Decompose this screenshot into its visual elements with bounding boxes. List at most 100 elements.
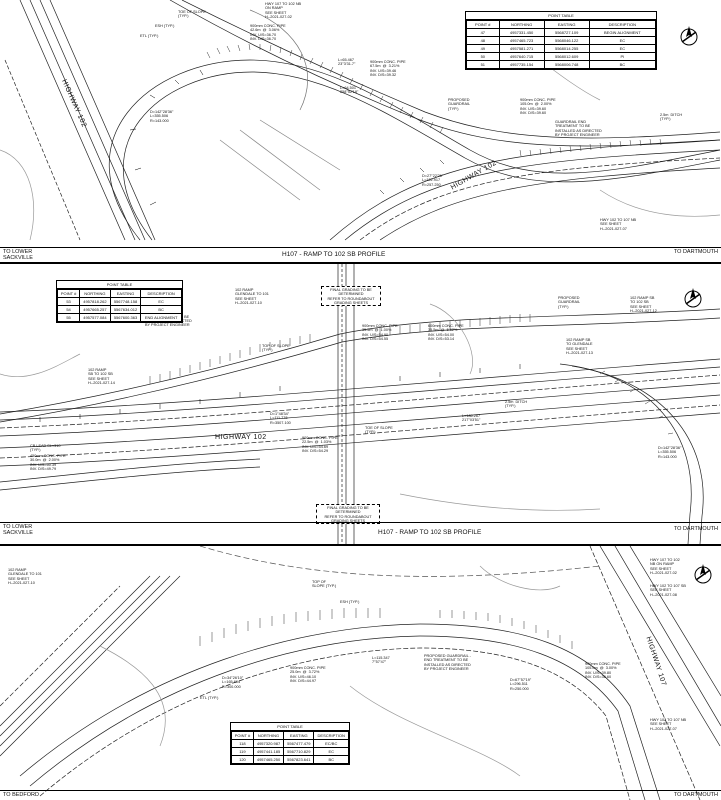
sheet-divider-1 bbox=[0, 262, 721, 264]
note-pipe-c: 450mm CONC. PIPE 30.0m @ 2.00% INV. U/S=… bbox=[30, 454, 66, 471]
direction-left-line2: SACKVILLE bbox=[3, 530, 33, 536]
note-ditch: 2.5m DITCH (TYP.) bbox=[660, 113, 683, 122]
note-toe: TOE OF SLOPE (TYP.) bbox=[178, 10, 206, 19]
note-curve: L=115.347 7°57'47" bbox=[372, 656, 390, 665]
table-header-row: POINT # NORTHING EASTING DESCRIPTION bbox=[466, 20, 657, 29]
note-guard: PROPOSED GUARDRAIL (TYP.) bbox=[558, 296, 581, 309]
note-pipe1: 900mm CONC. PIPE 42.6m @ 3.06% INV. U/S=… bbox=[250, 24, 286, 41]
note-ramp-sb: 102 RAMP SB TO 102 SB SEE SHEET H--2021-… bbox=[88, 368, 115, 385]
cell: 4957331.450 bbox=[498, 28, 545, 37]
col-northing: NORTHING bbox=[79, 289, 111, 298]
footer-rule bbox=[0, 790, 721, 791]
note-endtreat: GUARDRAIL END TREATMENT TO BE INSTALLED … bbox=[555, 120, 602, 137]
cell: 48 bbox=[466, 36, 500, 45]
direction-left-line2: SACKVILLE bbox=[3, 255, 33, 261]
note-curve2: L=64.501 258°52'18" bbox=[340, 86, 359, 95]
cell: 5567748.158 bbox=[109, 297, 142, 306]
col-description: DESCRIPTION bbox=[588, 20, 657, 29]
cell: 5568006.748 bbox=[543, 60, 590, 69]
plan-sheet-1: HIGHWAY 102 HIGHWAY 102 HWY 107 TO 102 N… bbox=[0, 0, 721, 262]
profile-title: H107 - RAMP TO 102 SB PROFILE bbox=[378, 529, 482, 536]
cell: BC bbox=[588, 60, 657, 69]
cell: 4957665.257 bbox=[79, 305, 111, 314]
col-description: DESCRIPTION bbox=[140, 289, 182, 298]
direction-right: TO DARTMOUTH bbox=[673, 792, 718, 798]
point-table-3: POINT TABLE POINT # NORTHING EASTING DES… bbox=[230, 722, 350, 765]
cell: 47 bbox=[466, 28, 500, 37]
note-ditch: 2.5m DITCH (TYP.) bbox=[505, 400, 528, 409]
note-pipe2: 900mm CONC. PIPE 67.5m @ 3.21% INV. U/S=… bbox=[370, 60, 406, 77]
highway-label-2: HIGHWAY 102 bbox=[215, 434, 267, 441]
note-ramp-glen: 102 RAMP GLENDALE TO 101 SEE SHEET H--20… bbox=[235, 288, 269, 305]
cell: END ALIGNMENT bbox=[140, 313, 182, 322]
note-delta2: D=67°57'19" L=296.511 R=250.000 bbox=[510, 678, 532, 691]
cell: 4957640.715 bbox=[498, 52, 545, 61]
cell: 4957465.723 bbox=[498, 36, 545, 45]
col-northing: NORTHING bbox=[498, 20, 545, 29]
cell: EC bbox=[313, 747, 349, 756]
col-easting: EASTING bbox=[109, 289, 142, 298]
cell: 4957441.185 bbox=[252, 747, 285, 756]
north-arrow-icon bbox=[684, 288, 702, 308]
cell: EC bbox=[588, 36, 657, 45]
col-point: POINT # bbox=[466, 20, 500, 29]
cell: 50 bbox=[466, 52, 500, 61]
cell: 49 bbox=[466, 44, 500, 53]
col-easting: EASTING bbox=[283, 731, 315, 740]
sheet-2-linework bbox=[0, 264, 721, 544]
table-header-row: POINT # NORTHING EASTING DESCRIPTION bbox=[231, 731, 349, 740]
col-point: POINT # bbox=[231, 731, 254, 740]
point-table-2: POINT TABLE POINT # NORTHING EASTING DES… bbox=[56, 280, 183, 323]
note-esh: ESH (TYP.) bbox=[340, 600, 360, 604]
sheet-divider-2 bbox=[0, 544, 721, 546]
col-northing: NORTHING bbox=[252, 731, 285, 740]
cell: BC bbox=[313, 755, 349, 764]
cell: EC bbox=[588, 44, 657, 53]
note-top: TOP OF SLOPE (TYP.) bbox=[312, 580, 337, 589]
note-delta4: D=142°28'36" L=355.506 R=143.000 bbox=[658, 446, 682, 459]
col-description: DESCRIPTION bbox=[313, 731, 349, 740]
cell: 5568012.609 bbox=[543, 52, 590, 61]
note-etl: ETL (TYP.) bbox=[200, 696, 219, 700]
table-header-row: POINT # NORTHING EASTING DESCRIPTION bbox=[56, 289, 182, 298]
point-table-1: POINT TABLE POINT # NORTHING EASTING DES… bbox=[465, 11, 657, 70]
cell: 4957818.262 bbox=[79, 297, 111, 306]
direction-left: TO LOWER SACKVILLE bbox=[3, 524, 33, 536]
plan-sheet-2: HIGHWAY 102 FINAL GRADING TO BE DETERMIN… bbox=[0, 264, 721, 544]
note-pipe-a: 900mm CONC. PIPE 25.0m @ 3.72% INV. U/S=… bbox=[290, 666, 326, 683]
cell: 5568727.109 bbox=[543, 28, 590, 37]
note-pipe-b: 900mm CONC. PIPE 105.0m @ 3.00% INV. U/S… bbox=[585, 662, 621, 679]
direction-right: TO DARTMOUTH bbox=[673, 526, 718, 532]
col-easting: EASTING bbox=[543, 20, 590, 29]
cell: EC bbox=[140, 297, 182, 306]
cell: 55 bbox=[56, 313, 81, 322]
cell: 53 bbox=[56, 297, 81, 306]
footer-rule bbox=[0, 522, 721, 523]
note-delta1: D=34°26'10" L=165.604 R=300.000 bbox=[222, 676, 244, 689]
cell: 5567823.641 bbox=[283, 755, 315, 764]
note-delta3: D=1°48'34" L=111.778 R=3507.100 bbox=[270, 412, 291, 425]
grading-box-top: FINAL GRADING TO BE DETERMINED REFER TO … bbox=[321, 286, 381, 306]
note-esh: ESH (TYP.) bbox=[155, 24, 175, 28]
cell: PI bbox=[588, 52, 657, 61]
cell: 5567710.829 bbox=[283, 747, 315, 756]
point-table-1-title: POINT TABLE bbox=[466, 12, 656, 20]
col-point: POINT # bbox=[56, 289, 81, 298]
cell: 5567477.479 bbox=[283, 739, 315, 748]
north-arrow-icon bbox=[680, 26, 698, 46]
note-highway: HWY 102 TO 107 NB SEE SHEET H--2021-027-… bbox=[650, 718, 687, 731]
note-ramp-sb: HWY 102 TO 107 SB SEE SHEET H--2021-027-… bbox=[650, 584, 686, 597]
cell: 118 bbox=[231, 739, 254, 748]
note-top: TOP OF SLOPE (TYP.) bbox=[262, 344, 290, 353]
cell: 4957465.250 bbox=[252, 755, 285, 764]
note-ramp-glen: 102 RAMP GLENDALE TO 101 SEE SHEET H--20… bbox=[8, 568, 42, 585]
profile-title: H107 - RAMP TO 102 SB PROFILE bbox=[282, 251, 386, 258]
note-guard: PROPOSED GUARDRAIL - END TREATMENT TO BE… bbox=[424, 654, 471, 671]
note-delta2: D=27°22'26" L=122.917 R=257.250 bbox=[422, 174, 444, 187]
